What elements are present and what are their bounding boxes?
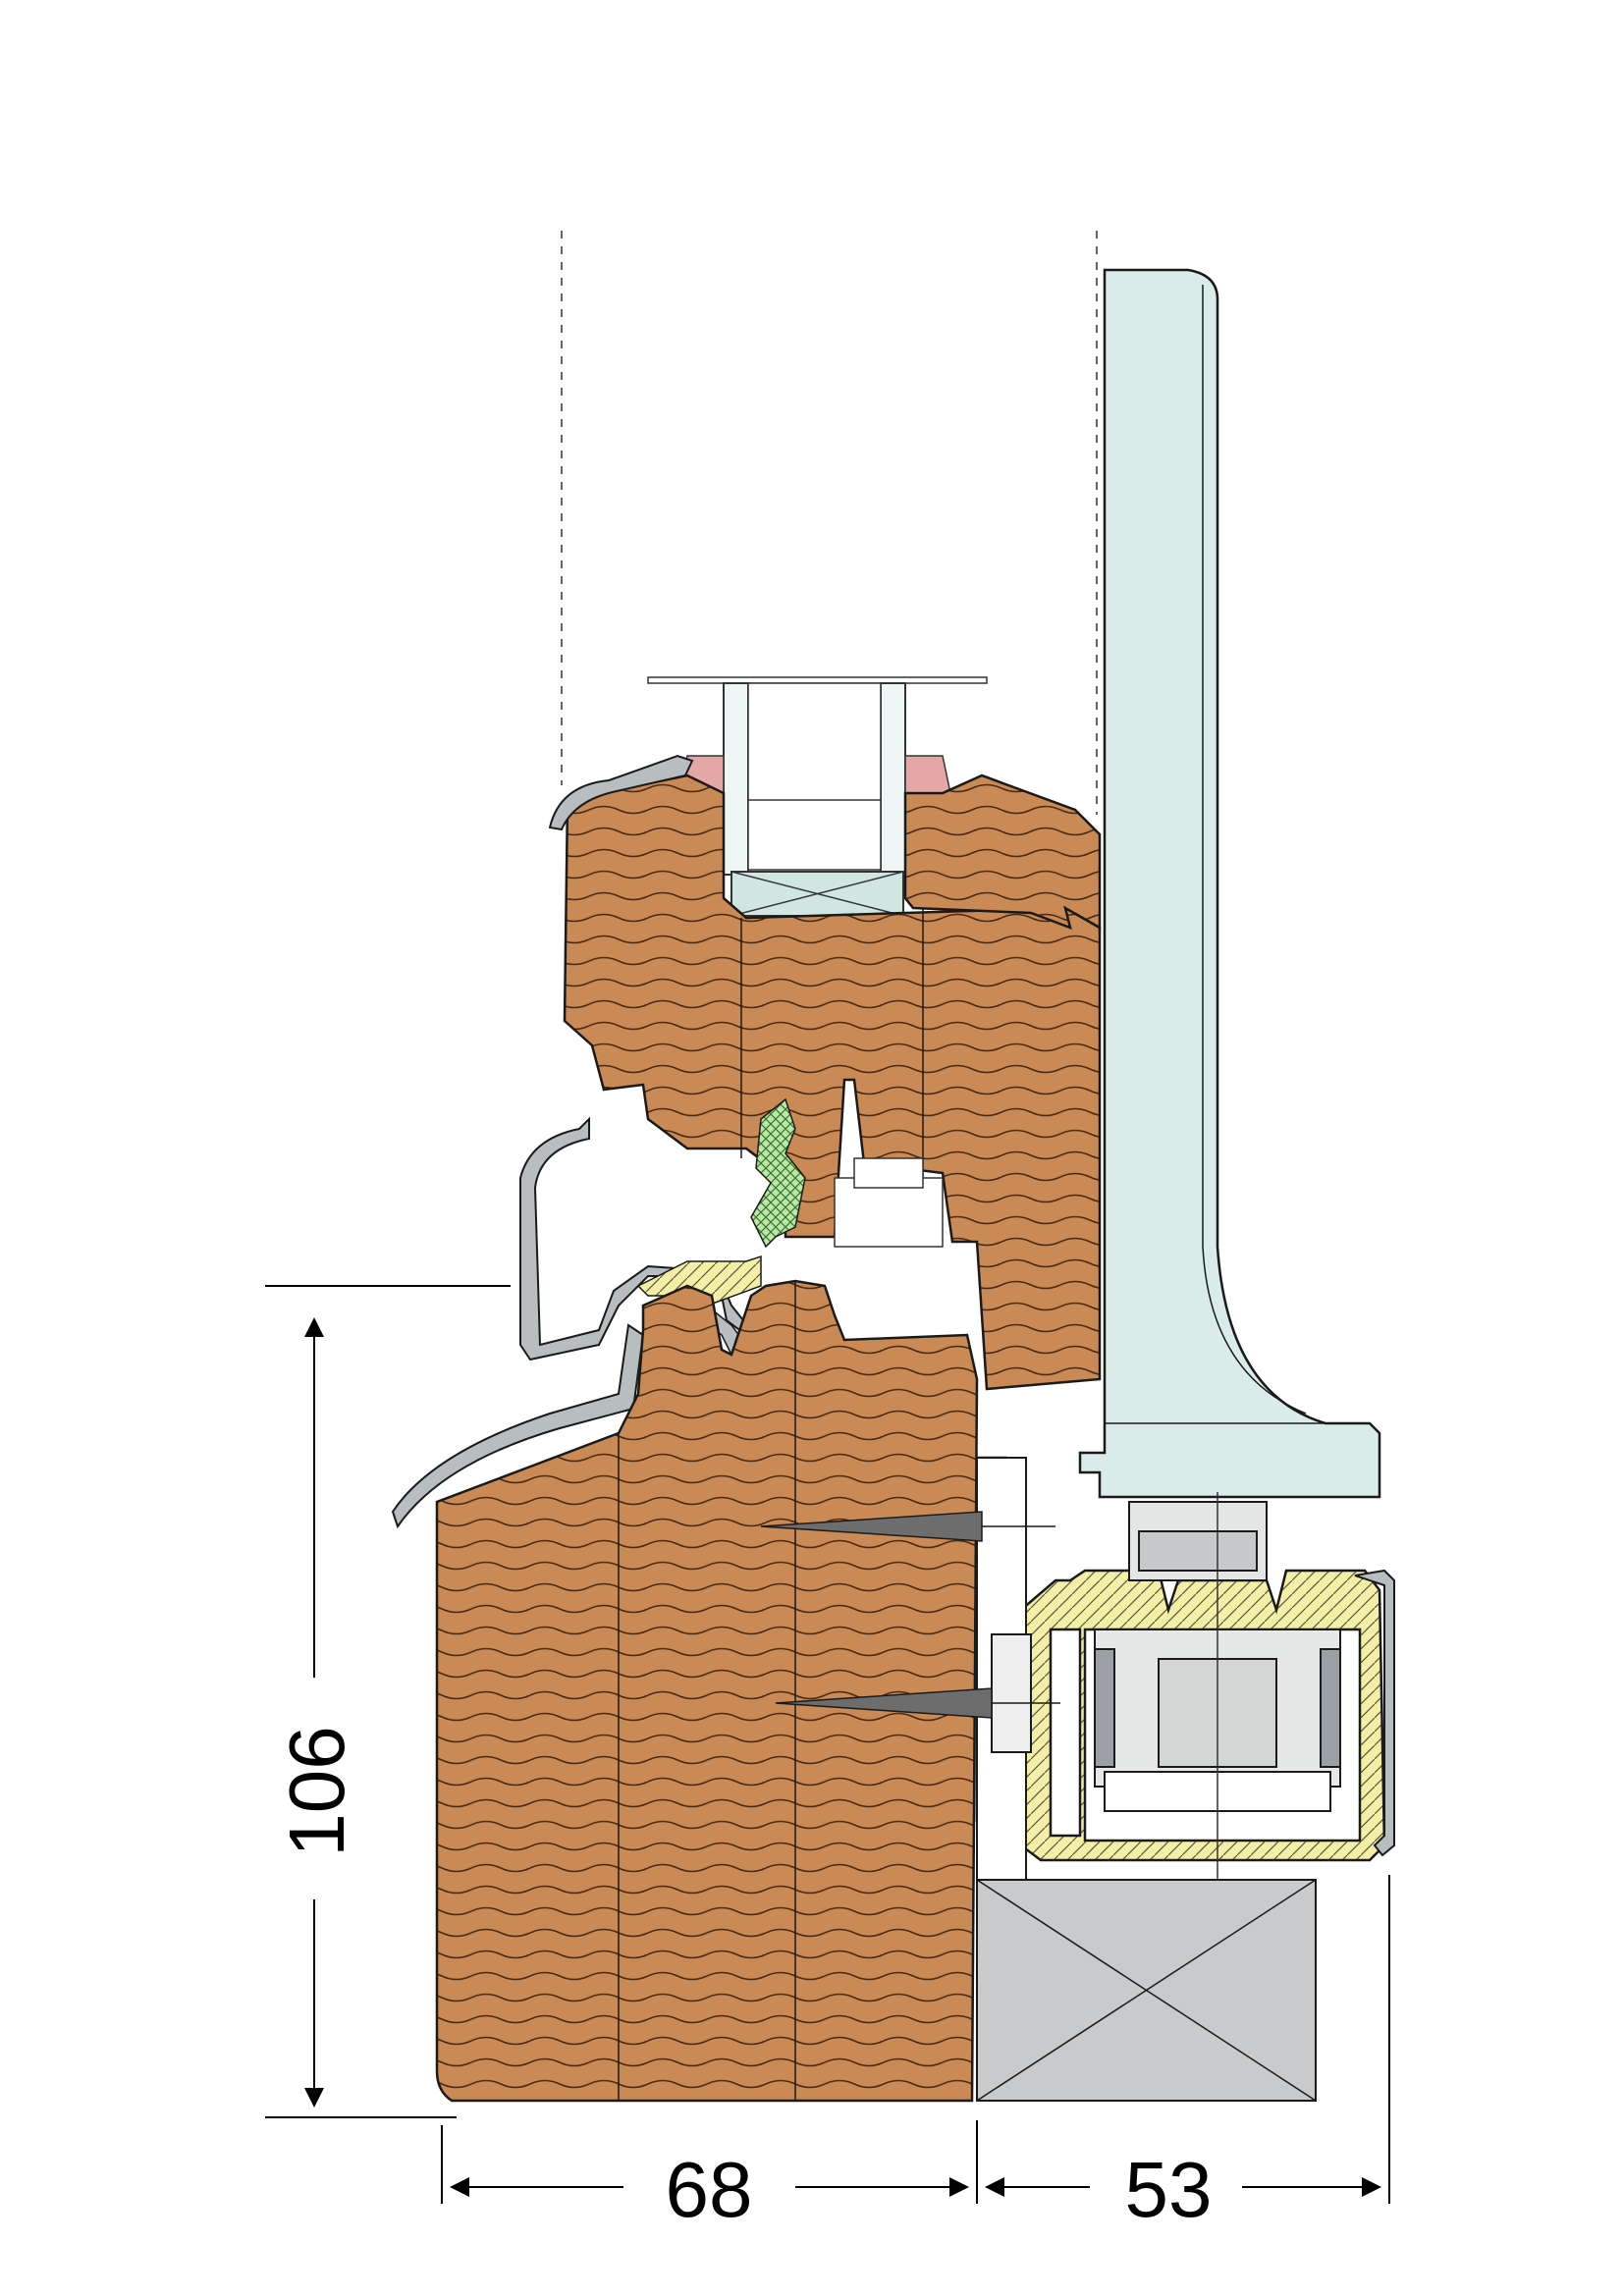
fixing-screws [760,1511,1060,1719]
dimension-width-right-label: 53 [1125,2146,1213,2233]
dimension-height [265,1285,511,2118]
track-clip [1354,1569,1395,1857]
roller-carriage [1094,1492,1341,1924]
hardware-cavity [834,1157,944,1248]
lower-insulation-block [976,1879,1317,2102]
dimension-width [441,1875,1390,2204]
frame-wood-profile [435,1279,979,2103]
dimension-width-left-label: 68 [666,2146,753,2233]
guide-lines [561,231,1098,815]
dimension-height-label: 106 [273,1726,360,1856]
aluminium-drip-profile [391,1116,748,1529]
sliding-glass-pane [1078,268,1381,1499]
track-bracket [976,1457,1032,1881]
top-drip-cap [548,754,694,831]
